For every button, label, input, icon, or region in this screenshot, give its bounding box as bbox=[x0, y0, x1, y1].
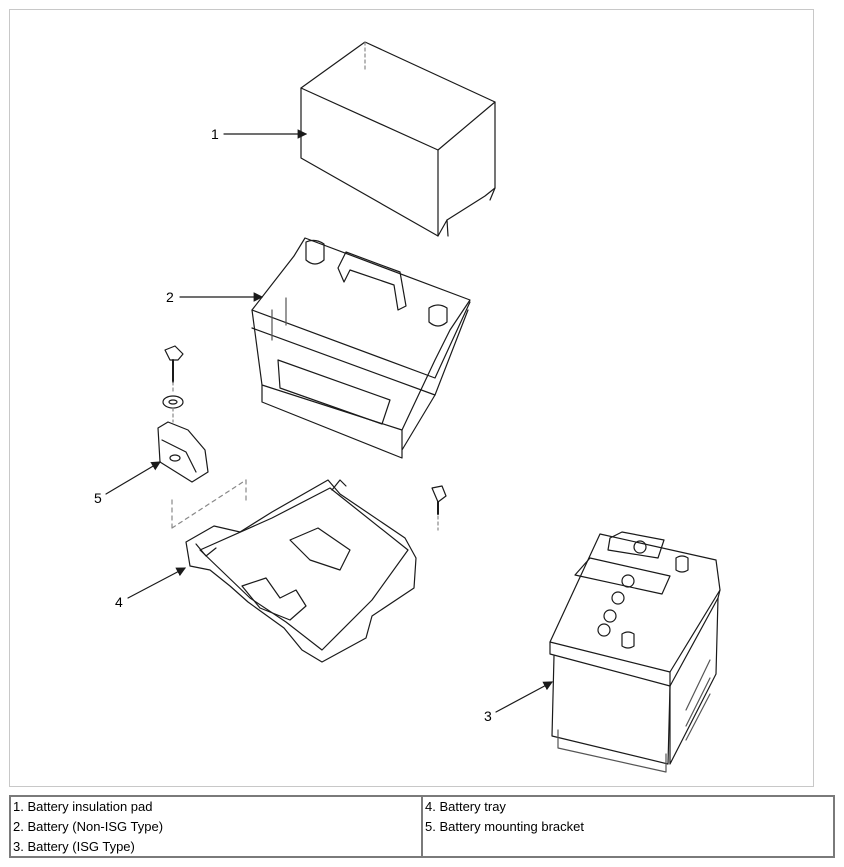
leader-line-3 bbox=[495, 681, 554, 713]
legend-item: 4. Battery tray bbox=[425, 799, 506, 814]
legend-item: 3. Battery (ISG Type) bbox=[13, 839, 135, 854]
callout-2: 2 bbox=[166, 289, 174, 305]
callout-1: 1 bbox=[211, 126, 219, 142]
callout-5: 5 bbox=[94, 490, 102, 506]
legend-column-right: 4. Battery tray 5. Battery mounting brac… bbox=[421, 797, 833, 856]
legend-item: 2. Battery (Non-ISG Type) bbox=[13, 819, 164, 834]
diagram-canvas: 1 2 3 4 5 bbox=[94, 41, 721, 773]
leader-lines bbox=[105, 129, 554, 713]
battery-non-isg-drawing bbox=[251, 237, 471, 459]
insulation-pad-drawing bbox=[300, 41, 496, 237]
battery-tray-drawing bbox=[185, 479, 447, 663]
battery-isg-drawing bbox=[549, 531, 721, 773]
leader-line-4 bbox=[127, 567, 187, 599]
legend-item: 1. Battery insulation pad bbox=[13, 799, 153, 814]
leader-line-5 bbox=[105, 461, 162, 495]
legend-column-left: 1. Battery insulation pad 2. Battery (No… bbox=[11, 797, 421, 856]
exploded-diagram: 1 2 3 4 5 bbox=[9, 9, 814, 787]
legend-table: 1. Battery insulation pad 2. Battery (No… bbox=[9, 795, 835, 858]
callout-3: 3 bbox=[484, 708, 492, 724]
mounting-bracket-drawing bbox=[157, 345, 247, 529]
legend-item: 5. Battery mounting bracket bbox=[425, 819, 584, 834]
callout-4: 4 bbox=[115, 594, 123, 610]
